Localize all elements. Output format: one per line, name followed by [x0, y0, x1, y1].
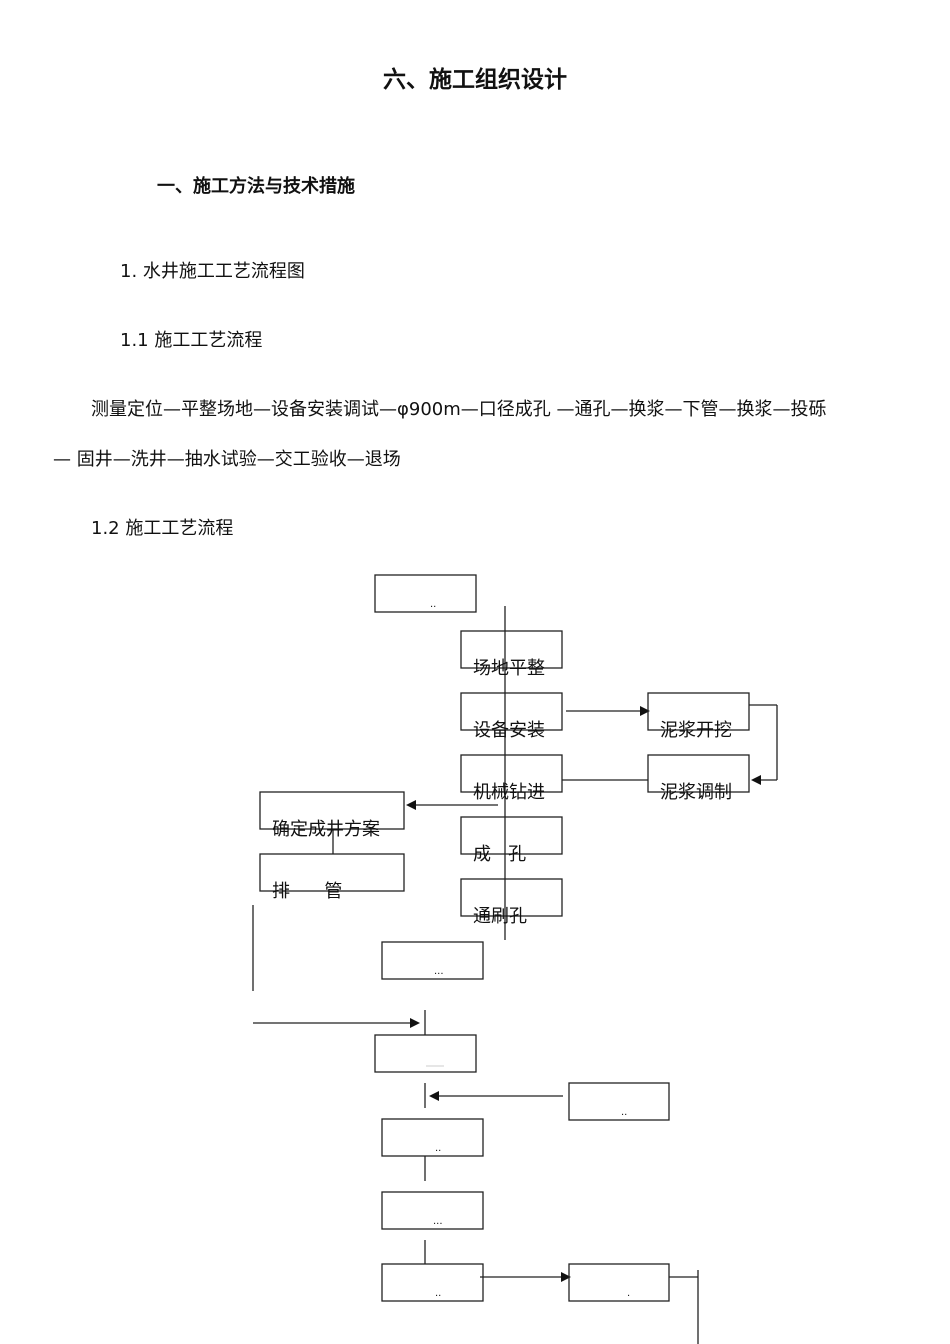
heading-1-2: 1.2 施工工艺流程	[91, 518, 234, 539]
arrow-head	[640, 706, 650, 716]
flow-node: ...	[381, 941, 484, 980]
flow-node-hole-formed: 成 孔	[460, 816, 563, 865]
svg-text:通刷孔: 通刷孔	[473, 906, 527, 927]
arrow-head	[429, 1091, 439, 1101]
svg-text:设备安装: 设备安装	[473, 720, 545, 741]
section-heading: 一、施工方法与技术措施	[157, 176, 355, 197]
flow-node-mud-preparation: 泥浆调制	[647, 754, 750, 803]
svg-text:成 孔: 成 孔	[473, 844, 526, 865]
svg-text:..: ..	[621, 1107, 627, 1118]
flow-node: ..	[568, 1082, 670, 1121]
document-title: 六、施工组织设计	[383, 67, 567, 93]
flow-node-mechanical-drilling: 机械钻进	[460, 754, 563, 803]
flow-node-mud-excavation: 泥浆开挖	[647, 692, 750, 741]
flow-node: ..	[374, 574, 477, 613]
svg-text:..: ..	[435, 1288, 441, 1299]
svg-text:...: ...	[434, 966, 444, 977]
heading-1-1: 1.1 施工工艺流程	[120, 330, 263, 351]
svg-text:...: ...	[433, 1216, 443, 1227]
svg-text:泥浆调制: 泥浆调制	[660, 782, 732, 803]
svg-text:确定成井方案: 确定成井方案	[272, 819, 380, 840]
flow-node-hole-brushing: 通刷孔	[460, 878, 563, 927]
arrow-head	[561, 1272, 571, 1282]
flow-node: .	[568, 1263, 670, 1302]
arrow-head	[751, 775, 761, 785]
process-paragraph-line-1: 测量定位—平整场地—设备安装调试—φ900m—口径成孔 —通孔—换浆—下管—换浆…	[91, 399, 827, 420]
flow-node-site-leveling: 场地平整	[460, 630, 563, 679]
flow-node	[374, 1034, 477, 1073]
svg-text:.: .	[627, 1288, 630, 1299]
svg-text:排 管: 排 管	[272, 881, 342, 902]
svg-text:..: ..	[435, 1143, 441, 1154]
flow-node-pipe-arrangement: 排 管	[259, 853, 405, 902]
svg-text:场地平整: 场地平整	[473, 658, 545, 679]
svg-text:泥浆开挖: 泥浆开挖	[660, 720, 732, 741]
flow-node: ..	[381, 1118, 484, 1157]
flow-node: ...	[381, 1191, 484, 1230]
flow-node: ..	[381, 1263, 484, 1302]
heading-1: 1. 水井施工工艺流程图	[120, 261, 305, 282]
flow-node-equipment-install: 设备安装	[460, 692, 563, 741]
arrow-head	[410, 1018, 420, 1028]
flow-node-well-plan: 确定成井方案	[259, 791, 405, 840]
process-paragraph-line-2: — 固井—洗井—抽水试验—交工验收—退场	[53, 449, 401, 470]
arrow-head	[406, 800, 416, 810]
svg-text:..: ..	[430, 599, 436, 610]
svg-text:机械钻进: 机械钻进	[473, 782, 545, 803]
